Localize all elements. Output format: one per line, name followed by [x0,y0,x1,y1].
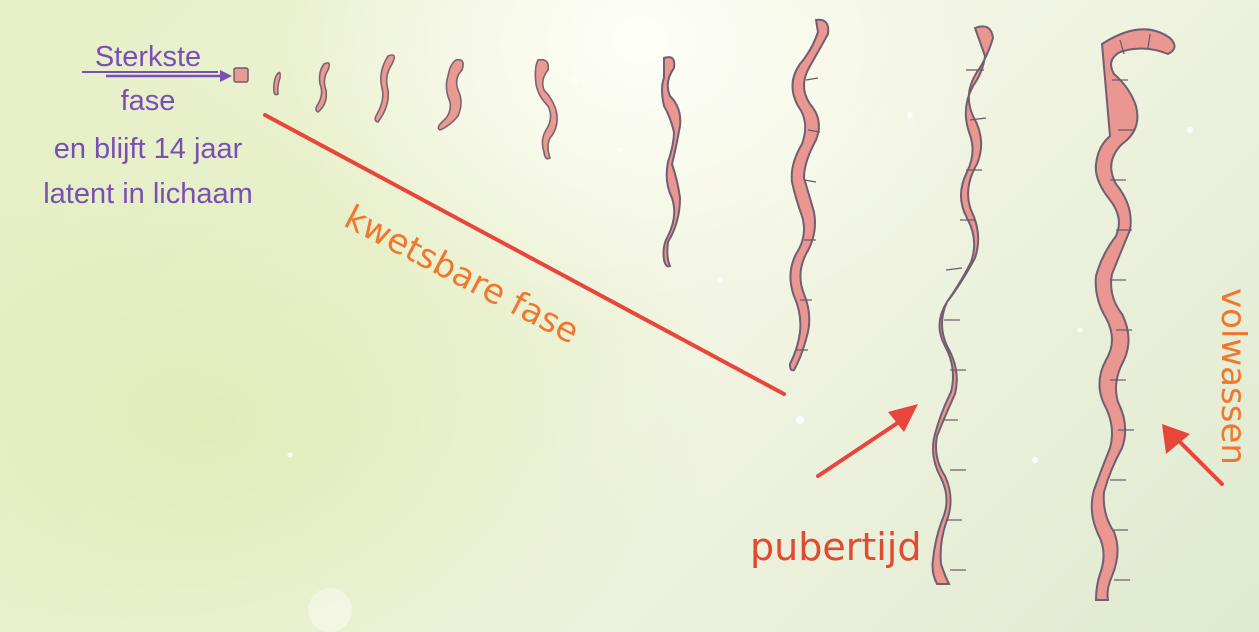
worm-stage-5 [535,60,557,159]
sterkste-label: Sterkste [95,41,201,73]
latent-label-line1: en blijft 14 jaar [54,133,243,165]
worm-volwassen [1092,29,1175,600]
worm-stage-2 [316,63,329,112]
worm-stage-6 [662,57,680,266]
worm-stage-4 [438,60,463,130]
egg-stage [234,68,248,82]
worm-pubertijd [933,26,994,584]
sparkles [288,77,1194,632]
volwassen-label: volwassen [1213,288,1253,465]
fase-label: fase [121,85,176,117]
latent-label-line2: latent in lichaam [43,178,253,210]
worm-stage-1 [274,72,280,94]
kwetsbare-fase-line [265,115,784,394]
worm-stage-7 [790,20,828,371]
pubertijd-arrow [818,420,902,476]
worm-stage-3 [375,55,394,122]
purple-arrowhead-icon [220,70,232,82]
pubertijd-label: pubertijd [750,525,921,569]
